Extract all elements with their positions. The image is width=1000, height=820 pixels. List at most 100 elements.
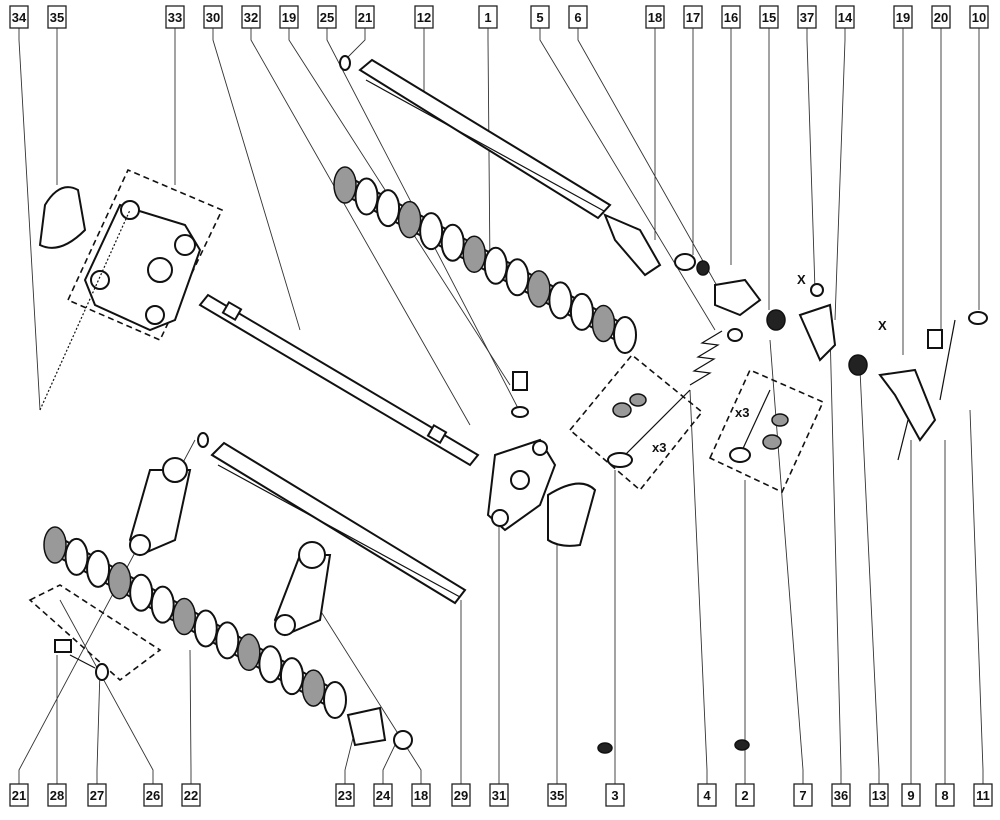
- callout-box: [735, 783, 755, 807]
- callout-number: 18: [648, 10, 662, 25]
- callout-box: [931, 5, 951, 29]
- callout-31: 31: [489, 783, 509, 807]
- leader-line: [212, 28, 301, 331]
- callout-box: [697, 783, 717, 807]
- callout-box: [721, 5, 741, 29]
- callout-15: 15: [759, 5, 779, 29]
- callout-box: [165, 5, 185, 29]
- callout-number: 20: [934, 10, 948, 25]
- callout-box: [241, 5, 261, 29]
- cam-lobe: [279, 657, 304, 696]
- callout-number: 14: [838, 10, 853, 25]
- callout-number: 11: [976, 788, 990, 803]
- callout-box: [605, 783, 625, 807]
- callout-5: 5: [530, 5, 550, 29]
- cam-lobe: [301, 669, 326, 707]
- callout-number: 10: [972, 10, 986, 25]
- callout-6: 6: [568, 5, 588, 29]
- callout-number: 28: [50, 788, 64, 803]
- callout-12: 12: [414, 5, 434, 29]
- callout-number: 6: [574, 10, 581, 25]
- callout-number: 35: [550, 788, 564, 803]
- shim-x-left: X: [797, 272, 806, 287]
- leader-line: [319, 609, 422, 784]
- callout-35: 35: [47, 5, 67, 29]
- callout-number: 19: [282, 10, 296, 25]
- callout-number: 34: [12, 10, 27, 25]
- callout-13: 13: [869, 783, 889, 807]
- callout-14: 14: [835, 5, 855, 29]
- callout-box: [935, 783, 955, 807]
- callout-33: 33: [165, 5, 185, 29]
- callout-box: [530, 5, 550, 29]
- callout-16: 16: [721, 5, 741, 29]
- callout-box: [478, 5, 498, 29]
- callout-box: [568, 5, 588, 29]
- callout-30: 30: [203, 5, 223, 29]
- cam-lobe: [613, 316, 637, 354]
- callout-2: 2: [735, 783, 755, 807]
- callout-box: [793, 783, 813, 807]
- callout-32: 32: [241, 5, 261, 29]
- callout-box: [489, 783, 509, 807]
- callout-number: 8: [941, 788, 948, 803]
- leader-line: [834, 28, 846, 321]
- leader-line: [487, 28, 491, 271]
- callout-number: 5: [536, 10, 543, 25]
- callout-number: 30: [206, 10, 220, 25]
- callout-number: 2: [741, 788, 748, 803]
- callout-box: [9, 783, 29, 807]
- callout-box: [683, 5, 703, 29]
- callout-number: 37: [800, 10, 814, 25]
- callout-box: [547, 783, 567, 807]
- callout-box: [414, 5, 434, 29]
- cam-lobe: [548, 281, 573, 320]
- cam-lobe: [215, 621, 240, 660]
- cam-lobe: [354, 177, 379, 216]
- rocker-arms: X X: [603, 213, 988, 461]
- leader-line: [344, 28, 366, 61]
- cam-lobe: [43, 526, 67, 564]
- callout-box: [901, 783, 921, 807]
- callout-number: 9: [907, 788, 914, 803]
- callout-number: 35: [50, 10, 64, 25]
- cam-lobe: [505, 258, 530, 297]
- cam-lobe: [193, 609, 218, 648]
- leader-line: [689, 389, 708, 784]
- leader-line: [539, 28, 716, 331]
- cam-lobe: [462, 235, 486, 273]
- callout-number: 23: [338, 788, 352, 803]
- callout-number: 21: [358, 10, 372, 25]
- leader-line: [59, 599, 154, 784]
- leader-line: [859, 369, 880, 784]
- lower-brackets: [28, 457, 413, 750]
- callout-number: 12: [417, 10, 431, 25]
- callout-37: 37: [797, 5, 817, 29]
- callout-number: 31: [492, 788, 506, 803]
- callout-25: 25: [317, 5, 337, 29]
- callout-9: 9: [901, 783, 921, 807]
- callout-number: 19: [896, 10, 910, 25]
- callout-4: 4: [697, 783, 717, 807]
- cam-lobe: [569, 292, 594, 331]
- callout-7: 7: [793, 783, 813, 807]
- callout-box: [87, 783, 107, 807]
- callout-box: [9, 5, 29, 29]
- qty-intake-label: x3: [652, 440, 666, 455]
- callout-number: 32: [244, 10, 258, 25]
- callout-box: [797, 5, 817, 29]
- callout-box: [451, 783, 471, 807]
- callout-box: [203, 5, 223, 29]
- callout-box: [969, 5, 989, 29]
- callout-29: 29: [451, 783, 471, 807]
- leader-line: [288, 28, 511, 386]
- distributor-shaft: [198, 293, 480, 467]
- callout-11: 11: [973, 783, 993, 807]
- leader-line: [829, 329, 842, 784]
- callout-35: 35: [547, 783, 567, 807]
- callout-21: 21: [355, 5, 375, 29]
- callout-number: 15: [762, 10, 776, 25]
- callout-box: [143, 783, 163, 807]
